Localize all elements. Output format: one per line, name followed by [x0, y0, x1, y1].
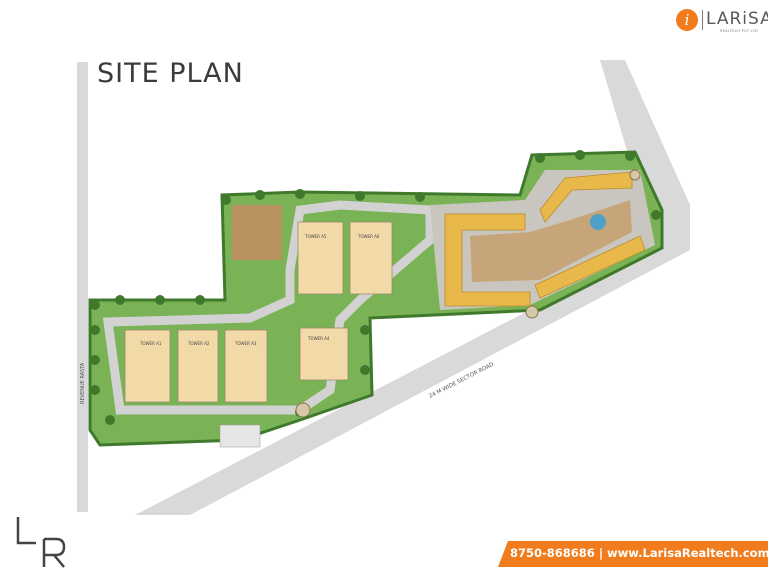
contact-text: 8750-868686 | www.LarisaRealtech.com [510, 546, 768, 560]
tower-block [299, 327, 349, 381]
water-feature [590, 214, 606, 230]
phone-number[interactable]: 8750-868686 [510, 546, 595, 560]
banner-notch [498, 541, 508, 567]
tower-label: TOWER A2 [187, 341, 210, 346]
roundabout [629, 169, 641, 181]
logo-name: LARiSA [706, 9, 768, 29]
commercial-block-west [444, 213, 531, 307]
tree [155, 295, 165, 305]
tower-block [124, 329, 171, 403]
website-link[interactable]: www.LarisaRealtech.com [607, 546, 768, 560]
tower-block [297, 221, 344, 295]
tower-label: TOWER A6 [357, 234, 380, 239]
tree [355, 191, 365, 201]
roundabout [525, 305, 539, 319]
tree [575, 150, 585, 160]
tree [195, 295, 205, 305]
tree [651, 210, 661, 220]
commercial-block-north [539, 171, 633, 223]
lr-letter-l [16, 517, 36, 545]
page-title: SITE PLAN [97, 58, 244, 89]
tree [90, 355, 100, 365]
tower-label: TOWER A5 [304, 234, 327, 239]
logo-divider [702, 10, 703, 30]
brand-logo[interactable]: i LARiSA REALTECH PVT LTD [676, 7, 768, 37]
contact-banner: 8750-868686 | www.LarisaRealtech.com [498, 541, 768, 567]
tree [295, 189, 305, 199]
lr-corner-mark [16, 517, 66, 568]
tree [115, 295, 125, 305]
commercial-block-south [534, 235, 646, 299]
logo-mark-icon: i [676, 9, 698, 31]
tower-block [349, 221, 393, 295]
tower-block [224, 329, 268, 403]
logo-tagline: REALTECH PVT LTD [720, 29, 758, 33]
tree [535, 153, 545, 163]
revenue-rasta-road [77, 62, 88, 512]
roundabout [295, 402, 311, 418]
tower-label: TOWER A3 [234, 341, 257, 346]
tower-label: TOWER A1 [139, 341, 162, 346]
tree [90, 325, 100, 335]
contact-separator: | [598, 546, 604, 560]
clubhouse [232, 205, 282, 260]
tower-label: TOWER A4 [307, 336, 330, 341]
tree [105, 415, 115, 425]
tree [255, 190, 265, 200]
tree [360, 365, 370, 375]
entry-block [219, 424, 261, 448]
tree [90, 300, 100, 310]
tree [625, 151, 635, 161]
tree [221, 195, 231, 205]
tree [360, 325, 370, 335]
tree [415, 192, 425, 202]
tower-block [177, 329, 219, 403]
tree [90, 385, 100, 395]
lr-letter-r [42, 537, 66, 568]
